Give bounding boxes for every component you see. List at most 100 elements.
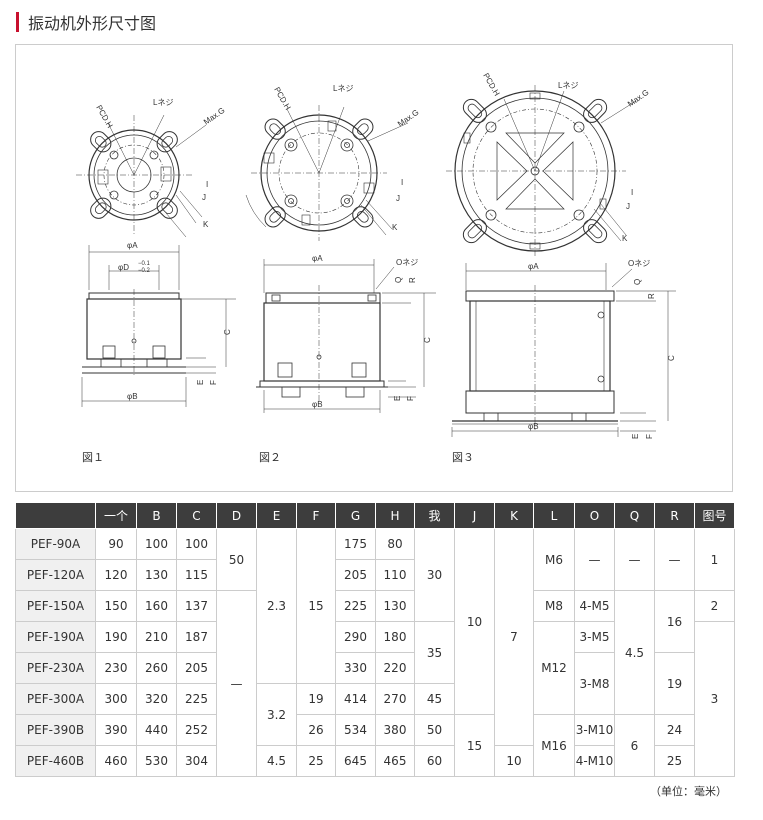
cell-o: 4-M10 [574, 745, 615, 777]
cell-b: 130 [136, 559, 177, 591]
cell-j: 15 [454, 714, 495, 777]
cell-a: 390 [95, 714, 137, 746]
cell-k: 10 [494, 745, 534, 777]
cell-o: — [574, 528, 615, 591]
fig1-k-label: K [203, 220, 209, 229]
fig3-j-label: J [626, 202, 630, 211]
cell-a: 460 [95, 745, 137, 777]
cell-h: 110 [375, 559, 415, 591]
header-h: H [375, 503, 415, 529]
cell-b: 160 [136, 590, 177, 622]
cell-c: 187 [176, 621, 217, 653]
fig1-side-view [81, 245, 236, 407]
cell-f: 25 [296, 745, 336, 777]
cell-b: 440 [136, 714, 177, 746]
cell-g: 225 [335, 590, 376, 622]
cell-c: 137 [176, 590, 217, 622]
section-title: 振动机外形尺寸图 [28, 14, 157, 33]
cell-c: 205 [176, 652, 217, 684]
cell-b: 530 [136, 745, 177, 777]
fig3-i-label: I [631, 188, 633, 197]
fig1-phia-label: φA [127, 241, 138, 250]
cell-f: 26 [296, 714, 336, 746]
dimension-drawings: PCD.H Lネジ Max.G I J K φA φD −0.1 [76, 72, 676, 464]
fig1-tol-upper: −0.1 [138, 261, 151, 267]
cell-l: M16 [533, 714, 575, 777]
fig2-oneji-label: Oネジ [396, 258, 418, 267]
spec-table: 一个 B C D E F G H 我 J K L O Q R 图号 PEF-90… [15, 503, 735, 777]
fig2-phib-label: φB [312, 400, 323, 409]
fig1-f-label: F [209, 380, 218, 385]
header-r: R [654, 503, 695, 529]
cell-h: 180 [375, 621, 415, 653]
cell-h: 380 [375, 714, 415, 746]
header-d: D [216, 503, 257, 529]
cell-a: 300 [95, 683, 137, 715]
model-cell: PEF-190A [15, 621, 96, 653]
fig1-i-label: I [206, 180, 208, 189]
cell-r: 25 [654, 745, 695, 777]
fig2-c-label: C [423, 337, 432, 343]
fig3-phib-label: φB [528, 422, 539, 431]
table-row: PEF-300A 300 320 225 3.2 19 414 270 45 [15, 683, 735, 746]
cell-h: 80 [375, 528, 415, 560]
cell-b: 320 [136, 683, 177, 715]
unit-note: （单位：毫米） [650, 785, 727, 798]
fig2-e-label: E [393, 396, 402, 401]
fig1-j-label: J [202, 193, 206, 202]
fig3-lneji-label: Lネジ [558, 81, 578, 90]
cell-figure-no: 2 [694, 590, 735, 622]
fig1-tol-lower: −0.2 [138, 268, 151, 274]
fig3-f-label: F [645, 434, 654, 439]
header-a: 一个 [95, 503, 137, 529]
cell-q: — [614, 528, 655, 591]
cell-figure-no: 3 [694, 621, 735, 777]
fig1-e-label: E [196, 380, 205, 385]
cell-b: 260 [136, 652, 177, 684]
header-g: G [335, 503, 376, 529]
cell-c: 252 [176, 714, 217, 746]
fig3-caption: 図３ [452, 451, 474, 464]
model-cell: PEF-90A [15, 528, 96, 560]
fig3-oneji-label: Oネジ [628, 259, 650, 268]
table-row: PEF-230A 230 260 205 330 220 3-M8 19 [15, 652, 735, 715]
cell-f: 15 [296, 528, 336, 684]
cell-l: M8 [533, 590, 575, 622]
cell-figure-no: 1 [694, 528, 735, 591]
cell-l: M6 [533, 528, 575, 591]
cell-i: 45 [414, 683, 455, 715]
cell-i: 30 [414, 528, 455, 622]
section-header: 振动机外形尺寸图 [16, 12, 157, 33]
cell-a: 90 [95, 528, 137, 560]
header-model [15, 503, 96, 529]
cell-l: M12 [533, 621, 575, 715]
cell-f: 19 [296, 683, 336, 715]
cell-g: 290 [335, 621, 376, 653]
fig3-pcdh-label: PCD.H [481, 72, 501, 98]
cell-r: 16 [654, 590, 695, 653]
cell-g: 645 [335, 745, 376, 777]
fig2-i-label: I [401, 178, 403, 187]
model-cell: PEF-390B [15, 714, 96, 746]
cell-g: 330 [335, 652, 376, 684]
cell-i: 50 [414, 714, 455, 746]
cell-a: 190 [95, 621, 137, 653]
cell-j: 10 [454, 528, 495, 715]
model-cell: PEF-120A [15, 559, 96, 591]
fig1-caption: 図１ [82, 451, 104, 464]
header-c: C [176, 503, 217, 529]
cell-o: 3-M10 [574, 714, 615, 746]
cell-c: 100 [176, 528, 217, 560]
fig2-j-label: J [396, 194, 400, 203]
cell-h: 220 [375, 652, 415, 684]
cell-i: 35 [414, 621, 455, 684]
cell-r: 24 [654, 714, 695, 746]
header-o: O [574, 503, 615, 529]
cell-c: 225 [176, 683, 217, 715]
cell-i: 60 [414, 745, 455, 777]
cell-o: 3-M8 [574, 652, 615, 715]
cell-a: 230 [95, 652, 137, 684]
fig1-lneji-label: Lネジ [153, 98, 173, 107]
header-i: 我 [414, 503, 455, 529]
header-q: Q [614, 503, 655, 529]
